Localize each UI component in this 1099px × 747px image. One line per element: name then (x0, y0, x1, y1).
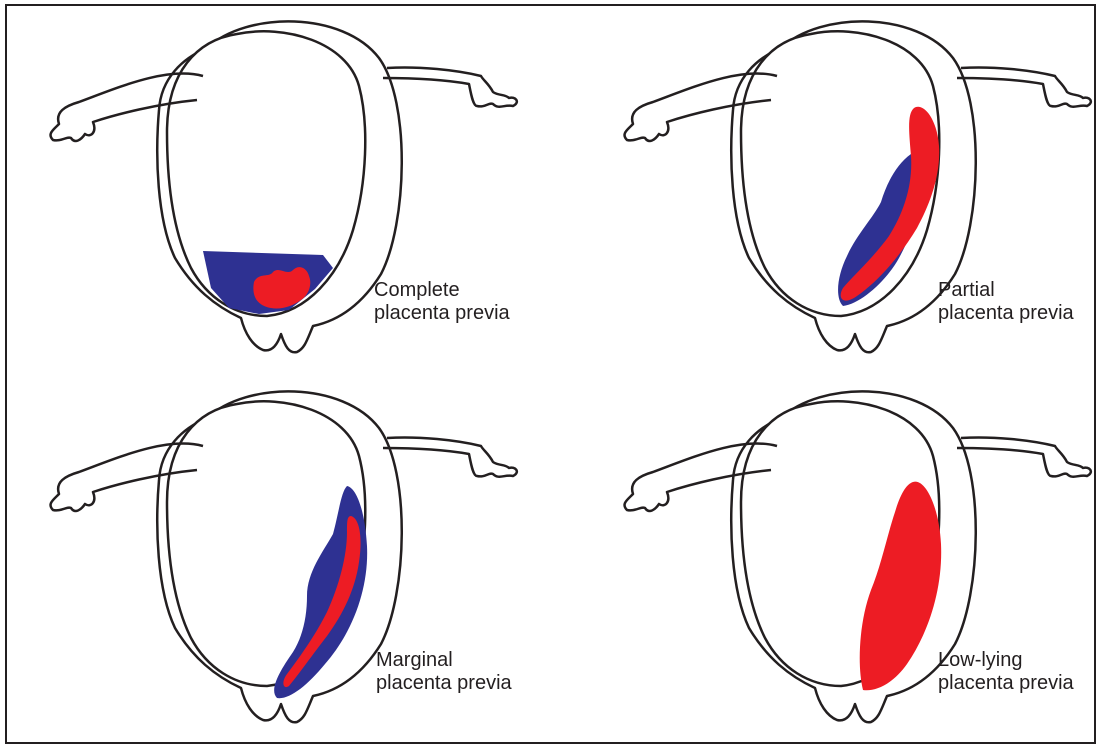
caption-line2: placenta previa (374, 302, 510, 325)
caption-line1: Marginal (376, 649, 512, 672)
caption-partial: Partial placenta previa (938, 279, 1074, 325)
fallopian-tube-right (383, 437, 517, 476)
caption-line1: Low-lying (938, 649, 1074, 672)
caption-low-lying: Low-lying placenta previa (938, 649, 1074, 695)
caption-marginal: Marginal placenta previa (376, 649, 512, 695)
panel-complete: Complete placenta previa (7, 6, 547, 376)
panel-marginal: Marginal placenta previa (7, 376, 547, 746)
caption-complete: Complete placenta previa (374, 279, 510, 325)
fallopian-tube-right (383, 67, 517, 106)
caption-line2: placenta previa (938, 302, 1074, 325)
caption-line2: placenta previa (376, 672, 512, 695)
panel-low-lying: Low-lying placenta previa (581, 376, 1099, 746)
fallopian-tube-right (957, 437, 1091, 476)
caption-line2: placenta previa (938, 672, 1074, 695)
caption-line1: Complete (374, 279, 510, 302)
panel-partial: Partial placenta previa (581, 6, 1099, 376)
diagram-frame: Complete placenta previa Partial placent… (5, 4, 1096, 744)
fallopian-tube-right (957, 67, 1091, 106)
caption-line1: Partial (938, 279, 1074, 302)
